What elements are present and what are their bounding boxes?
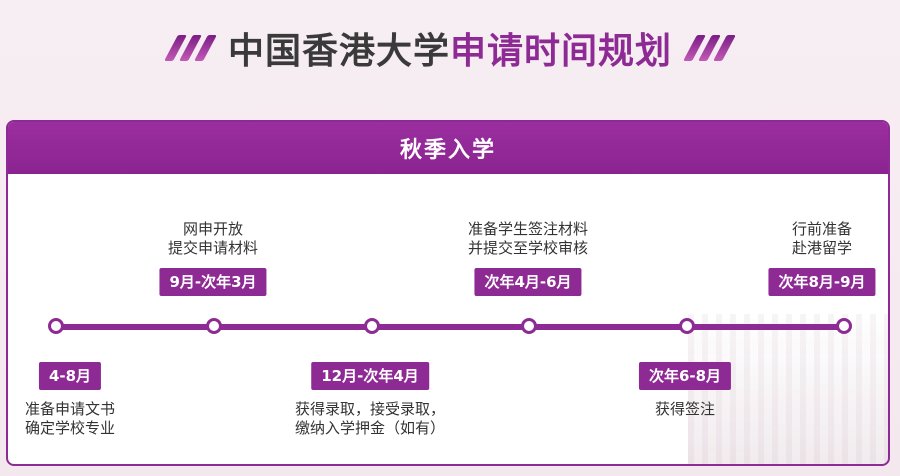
milestone-desc-line: 确定学校专业 — [24, 419, 116, 437]
milestone-desc-line: 准备申请文书 — [24, 400, 116, 418]
timeline-node — [836, 318, 852, 334]
title-decoration-left-icon — [164, 35, 217, 61]
title-row: 中国香港大学 申请时间规划 — [0, 18, 900, 78]
milestone-desc-line: 行前准备 — [791, 220, 853, 238]
milestone-desc-line: 赴港留学 — [791, 239, 853, 257]
card-header-title: 秋季入学 — [399, 138, 496, 163]
milestone-desc-line: 网申开放 — [182, 220, 244, 238]
timeline-node — [206, 318, 222, 334]
title-decoration-right-icon — [683, 35, 736, 61]
timeline-card: 秋季入学 — [6, 120, 890, 466]
milestone-desc-line: 提交申请材料 — [167, 239, 259, 257]
milestone-period-badge: 次年4月-6月 — [474, 268, 582, 296]
page-title-accent: 申请时间规划 — [450, 31, 673, 72]
milestone-description: 准备申请文书 确定学校专业 — [25, 400, 115, 438]
milestone-desc-line: 缴纳入学押金（如有） — [294, 419, 446, 437]
timeline-node — [521, 318, 537, 334]
milestone-description: 准备学生签注材料 并提交至学校审核 — [468, 220, 588, 258]
timeline-node — [48, 318, 64, 334]
milestone-desc-line: 准备学生签注材料 — [467, 220, 589, 238]
milestone-period-badge: 次年6-8月 — [638, 362, 732, 390]
timeline-line — [52, 324, 844, 330]
milestone-description: 网申开放 提交申请材料 — [168, 220, 258, 258]
milestone-period-badge: 4-8月 — [38, 362, 102, 390]
milestone-desc-line: 并提交至学校审核 — [467, 239, 589, 257]
milestone-period-badge: 9月-次年3月 — [159, 268, 267, 296]
milestone-desc-line: 获得签注 — [654, 400, 716, 418]
milestone-description: 获得录取，接受录取， 缴纳入学押金（如有） — [295, 400, 445, 438]
milestone-description: 获得签注 — [655, 400, 715, 419]
milestone-period-badge: 12月-次年4月 — [311, 362, 429, 390]
page-title-main: 中国香港大学 — [227, 31, 450, 72]
milestone-desc-line: 获得录取，接受录取， — [294, 400, 446, 418]
milestone-description: 行前准备 赴港留学 — [792, 220, 852, 258]
card-header: 秋季入学 — [8, 122, 888, 174]
timeline-node — [364, 318, 380, 334]
milestone-period-badge: 次年8月-9月 — [768, 268, 876, 296]
timeline-node — [679, 318, 695, 334]
